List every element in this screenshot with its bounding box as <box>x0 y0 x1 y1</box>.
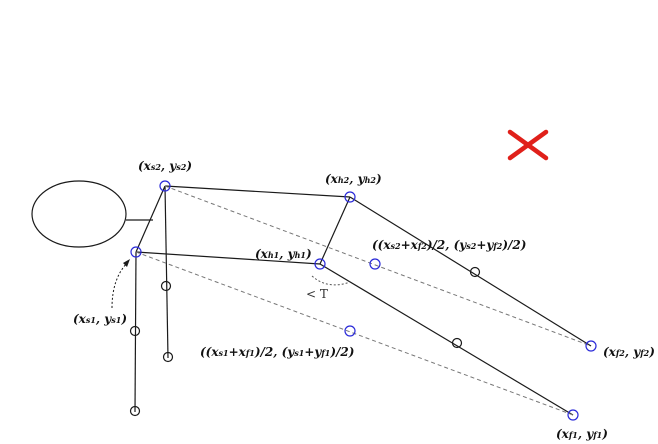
lower-trunk-line <box>135 251 321 265</box>
upper-trunk-line <box>164 185 351 198</box>
s1-pointer-arrowhead <box>123 259 130 267</box>
right-arm-line <box>164 185 169 359</box>
midpoint-lower-marker <box>344 325 356 337</box>
left-arm-line <box>134 251 137 413</box>
label-f1: (xf1, yf1) <box>556 427 608 441</box>
upper-leg-knee-marker <box>469 266 481 278</box>
hip-connector-line <box>319 196 351 265</box>
arm-left-end-marker <box>129 405 141 417</box>
lower-leg-knee-marker <box>451 337 463 349</box>
label-h2: (xh2, yh2) <box>325 172 382 186</box>
head-outline <box>31 180 127 248</box>
dashed-line-upper <box>164 185 592 347</box>
lower-leg-line <box>319 263 574 416</box>
label-midpoint-lower: ((xs1+xf1)/2, (ys1+yf1)/2) <box>200 345 354 359</box>
label-s2: (xs2, ys2) <box>138 159 192 173</box>
shoulder-to-shoulder-line <box>135 185 166 253</box>
arm-right-knee-marker <box>160 280 172 292</box>
joint-h2-marker <box>344 191 356 203</box>
x-mark-icon <box>507 129 549 161</box>
joint-f1-marker <box>567 409 579 421</box>
midpoint-upper-marker <box>369 258 381 270</box>
label-s1: (xs1, ys1) <box>73 312 127 326</box>
angle-label: < T <box>306 287 328 301</box>
joint-s1-marker <box>130 246 142 258</box>
joint-s2-marker <box>159 180 171 192</box>
joint-f2-marker <box>585 340 597 352</box>
joint-h1-marker <box>314 258 326 270</box>
label-midpoint-upper: ((xs2+xf2)/2, (ys2+yf2)/2) <box>372 238 526 252</box>
label-f2: (xf2, yf2) <box>603 345 655 359</box>
arm-left-knee-marker <box>129 325 141 337</box>
label-h1: (xh1, yh1) <box>255 247 312 261</box>
arm-right-end-marker <box>162 351 174 363</box>
s1-pointer-arrow <box>111 261 129 309</box>
angle-arc <box>311 275 351 286</box>
